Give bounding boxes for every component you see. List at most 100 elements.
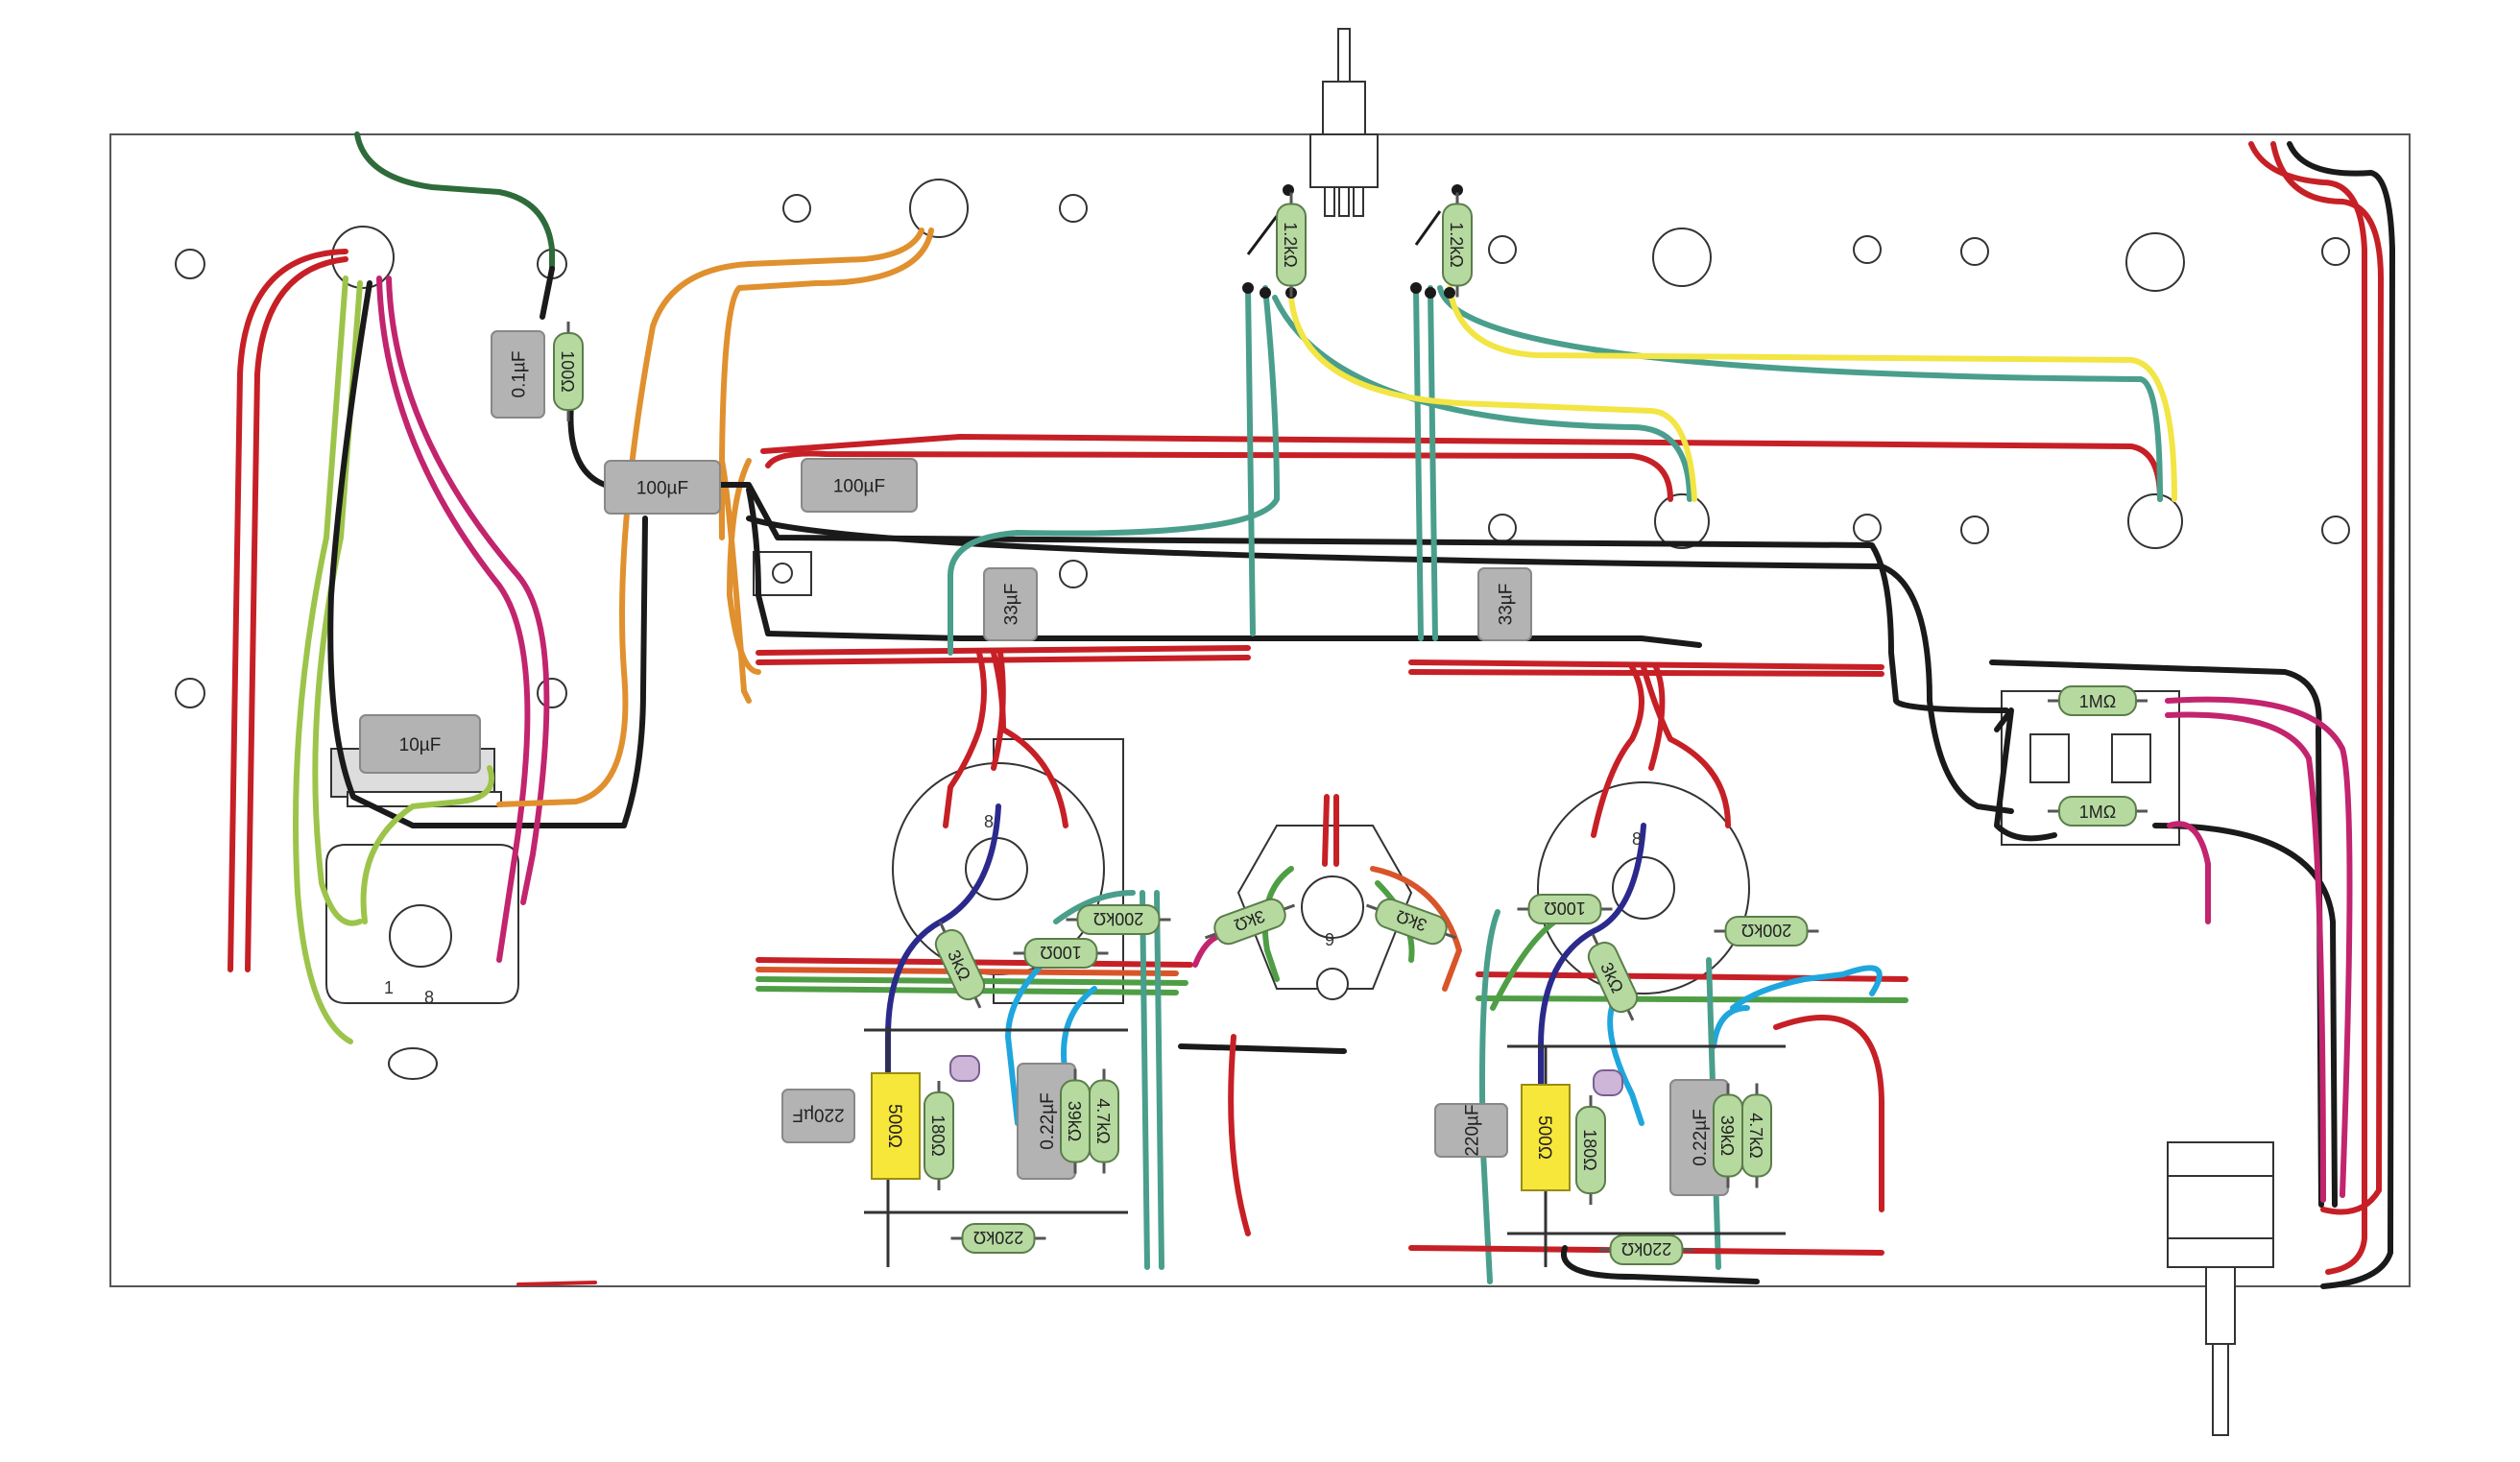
capacitor-label: 0.22µF (1691, 1109, 1711, 1166)
wire-red (1228, 1034, 1251, 1236)
wire-orange (496, 228, 924, 807)
resistor-body (1609, 1234, 1684, 1265)
resistor-body (1724, 916, 1809, 947)
capacitor-body (1434, 1103, 1508, 1158)
resistor: 220kΩ (1598, 1234, 1694, 1265)
resistor-body (1375, 898, 1448, 946)
hole-large (1652, 228, 1712, 287)
resistor-body (1587, 941, 1639, 1014)
resistor-body (961, 1223, 1036, 1254)
hole (1853, 514, 1882, 542)
resistor-label: 100Ω (1040, 943, 1082, 962)
capacitor: 100µF (604, 460, 721, 515)
wire-orange-red (1370, 866, 1462, 992)
wire-black (2152, 823, 2338, 1208)
resistor-label: 220kΩ (973, 1228, 1024, 1247)
resistor: 180Ω (1575, 1095, 1606, 1205)
resistor-label: 100Ω (1544, 899, 1586, 918)
capacitor-body (359, 714, 481, 774)
resistor-label: 4.7kΩ (1746, 1113, 1765, 1158)
capacitor-label: 33µF (1497, 584, 1517, 626)
wire-teal (948, 285, 1280, 656)
resistor-label: 100Ω (558, 350, 577, 393)
toggle-switch (1309, 28, 1379, 217)
wire-black (746, 515, 2014, 814)
wire-black (1178, 1043, 1347, 1054)
resistor: 39kΩ (1713, 1083, 1743, 1188)
resistor-body (1213, 898, 1286, 946)
wire-red (2270, 141, 2384, 1215)
wire-teal (1140, 890, 1164, 1270)
leds (949, 1055, 1623, 1096)
hole (537, 678, 567, 708)
wire-magenta (376, 276, 531, 963)
wire-red (1773, 1015, 1884, 1212)
wire-red (245, 256, 348, 972)
capacitor-label: 33µF (1002, 584, 1022, 626)
capacitor-label: 0.22µF (1038, 1092, 1058, 1150)
resistor-label: 4.7kΩ (1093, 1098, 1113, 1143)
wire-magenta (2167, 821, 2211, 924)
hole-large (909, 179, 969, 238)
wire-black (1560, 1245, 1760, 1284)
wire-red (2248, 141, 2367, 1275)
capacitor-label: 100µF (636, 479, 688, 499)
resistor-label: 220kΩ (1621, 1239, 1672, 1258)
resistor: 1MΩ (2048, 685, 2148, 716)
wire-red (765, 450, 1673, 502)
trimpot-body (1521, 1084, 1571, 1191)
resistor: 39kΩ (1060, 1068, 1091, 1174)
resistor-label: 1.2kΩ (1281, 222, 1300, 267)
resistor-label: 180Ω (1580, 1129, 1599, 1171)
hole (1853, 235, 1882, 264)
hole (1059, 194, 1088, 223)
hole (1059, 560, 1088, 588)
trimpot: 500Ω (871, 1072, 921, 1180)
resistor: 1.2kΩ (1276, 192, 1307, 298)
resistor: 3kΩ (1204, 898, 1296, 946)
volume-pot (2167, 1141, 2274, 1436)
resistor: 4.7kΩ (1741, 1083, 1772, 1188)
wire-red (1408, 659, 1884, 670)
resistor: 180Ω (924, 1081, 954, 1190)
hole (2321, 237, 2350, 266)
resistor: 100Ω (1013, 938, 1109, 969)
wire-yellow (1447, 285, 2177, 502)
wire-magenta (2165, 711, 2326, 1203)
hole (2321, 515, 2350, 544)
resistor: 3kΩ (934, 921, 986, 1009)
capacitor-label: 0.1µF (510, 351, 530, 398)
resistor: 100Ω (1517, 894, 1613, 924)
hole (782, 194, 811, 223)
wire-black (746, 487, 1702, 648)
resistor-body (553, 332, 584, 411)
wire-red (1591, 664, 1644, 838)
wire-black (1989, 659, 2324, 1208)
resistor-body (1741, 1093, 1772, 1178)
hole (175, 249, 205, 279)
hole (175, 678, 205, 708)
resistor-body (1527, 894, 1602, 924)
wire-blue-dark (1538, 823, 1646, 1116)
resistor: 3kΩ (1587, 933, 1639, 1021)
wire-black (540, 266, 608, 488)
resistor-label: 1MΩ (2079, 803, 2116, 822)
hole-large (2125, 232, 2185, 292)
capacitor: 220µF (781, 1089, 855, 1143)
resistor: 200kΩ (1714, 916, 1819, 947)
capacitor-body (801, 458, 918, 513)
wire-red (1322, 794, 1330, 867)
wire-lime (360, 765, 494, 924)
resistor: 4.7kΩ (1089, 1068, 1119, 1174)
resistor: 100Ω (553, 322, 584, 421)
capacitor: 0.1µF (491, 330, 545, 419)
wire-magenta (386, 276, 550, 905)
capacitor-label: 10µF (399, 735, 442, 755)
wire-red (228, 249, 348, 972)
wire-black (602, 482, 2009, 713)
resistor: 1MΩ (2048, 796, 2148, 827)
resistor-body (2058, 685, 2137, 716)
